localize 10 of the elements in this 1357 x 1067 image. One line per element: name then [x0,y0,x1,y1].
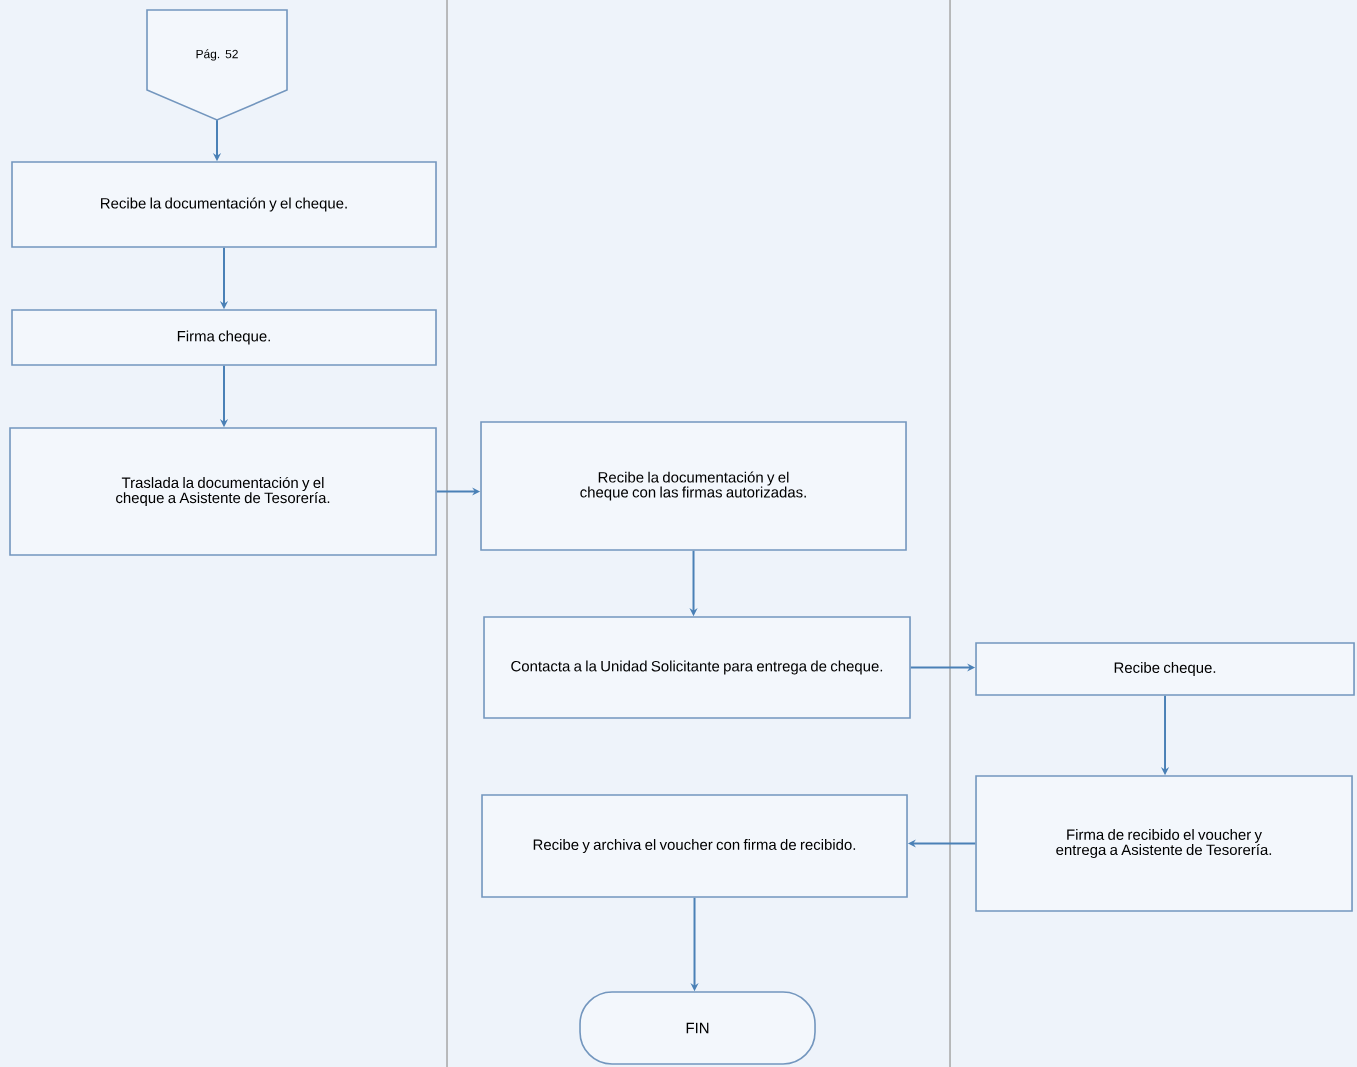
process-box: Traslada la documentación y el cheque a Asistente de Tesorería. [9,427,437,556]
off-page-connector: Pág. 52 [146,9,288,121]
process-box: Recibe la documentación y el cheque con las firmas autorizadas. [480,421,907,551]
process-box: Recibe cheque. [975,642,1355,696]
process-box: Firma cheque. [11,309,437,366]
process-box: Contacta a la Unidad Solicitante para entrega de cheque. [483,616,911,719]
process-box: Recibe la documentación y el cheque. [11,161,437,248]
process-box: Firma de recibido el voucher y entrega a Asistente de Tesorería. [975,775,1353,912]
process-box: Recibe y archiva el voucher con firma de recibido. [481,794,908,898]
terminator: FIN [579,991,816,1065]
